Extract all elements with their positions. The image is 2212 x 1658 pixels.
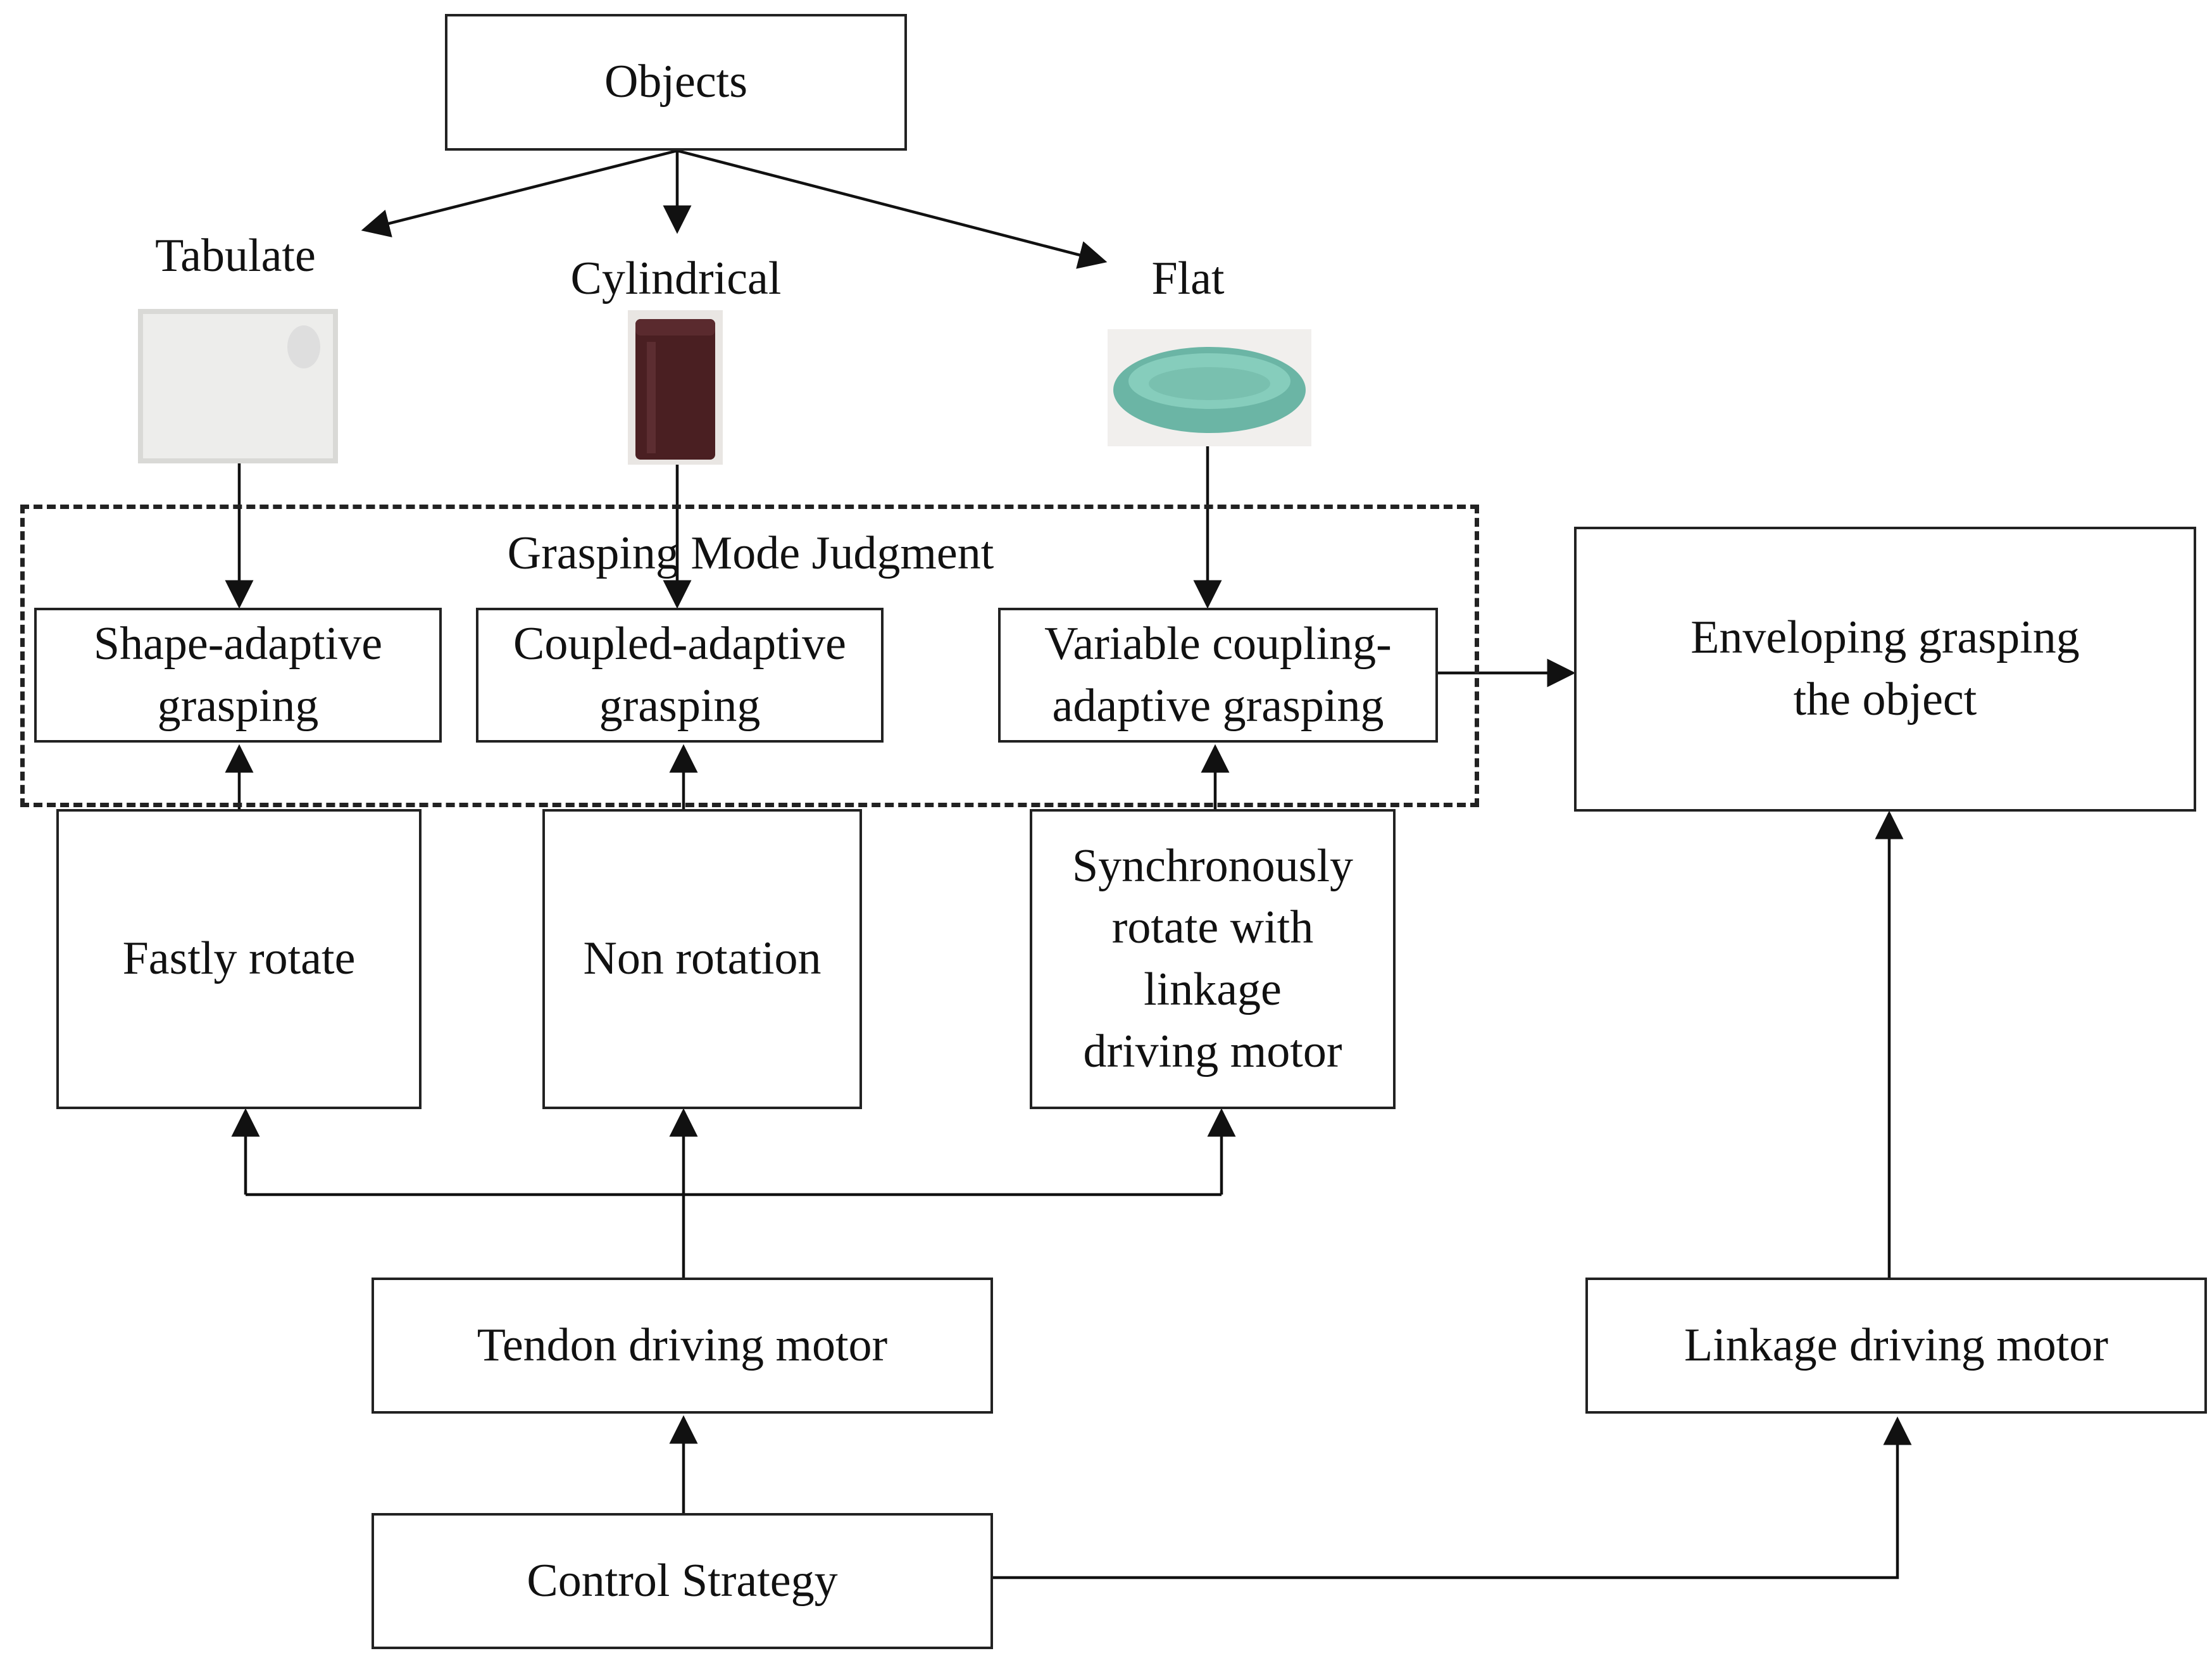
non-rotation-label: Non rotation bbox=[583, 933, 822, 985]
fastly-rotate-label: Fastly rotate bbox=[122, 933, 356, 985]
shape-adaptive-label: Shape-adaptive grasping bbox=[93, 617, 383, 732]
fastly-rotate-box: Fastly rotate bbox=[56, 809, 422, 1109]
category-tabulate: Tabulate bbox=[155, 230, 316, 282]
control-strategy-label: Control Strategy bbox=[527, 1554, 838, 1607]
control-strategy-box: Control Strategy bbox=[372, 1513, 993, 1649]
category-cylindrical: Cylindrical bbox=[570, 253, 782, 305]
non-rotation-box: Non rotation bbox=[542, 809, 862, 1109]
objects-label: Objects bbox=[604, 56, 748, 108]
flat-plate-image bbox=[1108, 329, 1311, 446]
arrow-control-to-linkage bbox=[992, 1416, 1912, 1579]
arrow-objects-to-flat bbox=[677, 149, 1108, 269]
shape-adaptive-box: Shape-adaptive grasping bbox=[34, 608, 442, 743]
enveloping-grasping-box: Enveloping grasping the object bbox=[1574, 527, 2196, 812]
synchronously-rotate-label: Synchronously rotate with linkage drivin… bbox=[1072, 839, 1353, 1077]
linkage-driving-motor-label: Linkage driving motor bbox=[1684, 1319, 2108, 1371]
linkage-driving-motor-box: Linkage driving motor bbox=[1585, 1278, 2207, 1414]
grasping-mode-judgment-title: Grasping Mode Judgment bbox=[507, 527, 994, 579]
variable-coupling-box: Variable coupling- adaptive grasping bbox=[998, 608, 1438, 743]
arrow-objects-to-tabulate bbox=[361, 149, 678, 237]
category-flat: Flat bbox=[1151, 253, 1225, 305]
coupled-adaptive-label: Coupled-adaptive grasping bbox=[513, 617, 847, 732]
tendon-driving-motor-label: Tendon driving motor bbox=[477, 1319, 888, 1371]
variable-coupling-label: Variable coupling- adaptive grasping bbox=[1044, 617, 1392, 732]
synchronously-rotate-box: Synchronously rotate with linkage drivin… bbox=[1030, 809, 1396, 1109]
objects-box: Objects bbox=[445, 14, 907, 151]
cylindrical-can-image bbox=[628, 310, 723, 465]
enveloping-grasping-label: Enveloping grasping the object bbox=[1690, 612, 2080, 725]
coupled-adaptive-box: Coupled-adaptive grasping bbox=[476, 608, 884, 743]
tabulate-board-image bbox=[138, 309, 338, 463]
grasping-mode-judgment-region bbox=[20, 505, 1479, 807]
tendon-driving-motor-box: Tendon driving motor bbox=[372, 1278, 993, 1414]
